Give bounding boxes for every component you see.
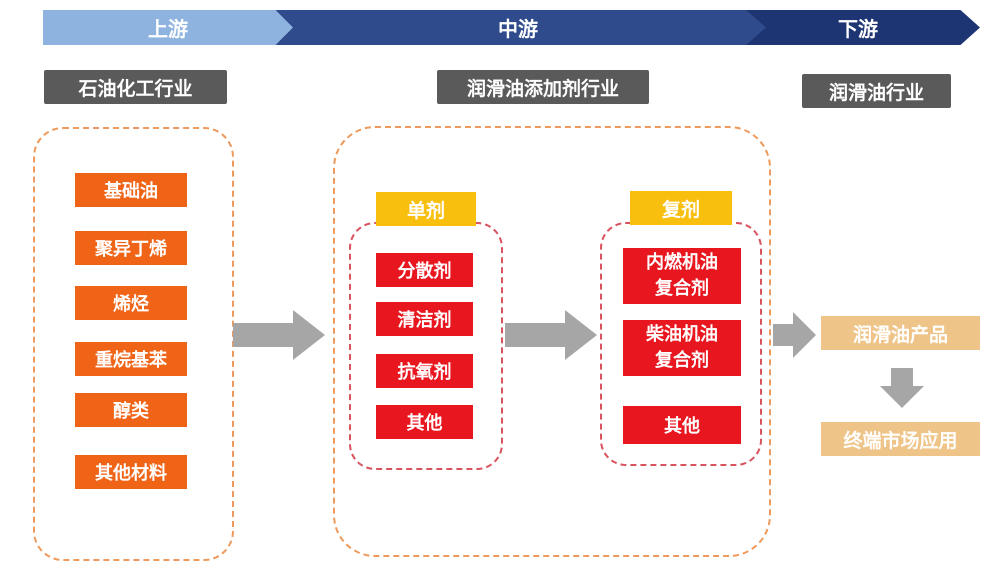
compound-agent-item: 其他 [623, 406, 741, 444]
compound-agent-item: 内燃机油 复合剂 [623, 248, 741, 304]
single-agent-item: 抗氧剂 [376, 354, 473, 388]
flow-arrow-right [773, 312, 816, 358]
upstream-item: 其他材料 [75, 455, 187, 489]
upstream-item: 醇类 [75, 393, 187, 427]
industry-downstream: 润滑油行业 [802, 74, 951, 108]
downstream-item: 润滑油产品 [821, 316, 980, 350]
compound-agent-item-line: 内燃机油 [646, 252, 718, 273]
flow-arrow-right [505, 310, 597, 360]
single-agent-item: 其他 [376, 405, 473, 439]
flow-arrow-right [233, 310, 325, 360]
flow-arrow-down [880, 368, 924, 408]
midstream-group [333, 126, 771, 557]
stage-upstream: 上游 [43, 10, 293, 45]
upstream-item: 基础油 [75, 173, 187, 207]
downstream-item: 终端市场应用 [821, 422, 980, 456]
industry-upstream: 石油化工行业 [44, 70, 227, 104]
compound-agent-title: 复剂 [630, 191, 732, 225]
single-agent-title: 单剂 [376, 192, 476, 226]
compound-agent-item-line: 复合剂 [655, 350, 709, 371]
compound-agent-item-line: 复合剂 [655, 278, 709, 299]
single-agent-item: 分散剂 [376, 253, 473, 287]
upstream-item: 聚异丁烯 [75, 231, 187, 265]
upstream-item: 烯烃 [75, 286, 187, 320]
compound-agent-item: 柴油机油 复合剂 [623, 320, 741, 376]
compound-agent-item-line: 柴油机油 [646, 324, 718, 345]
single-agent-item: 清洁剂 [376, 302, 473, 336]
stage-midstream: 中游 [270, 10, 766, 45]
industry-midstream: 润滑油添加剂行业 [437, 70, 649, 104]
stage-downstream: 下游 [736, 10, 980, 45]
upstream-item: 重烷基苯 [75, 342, 187, 376]
